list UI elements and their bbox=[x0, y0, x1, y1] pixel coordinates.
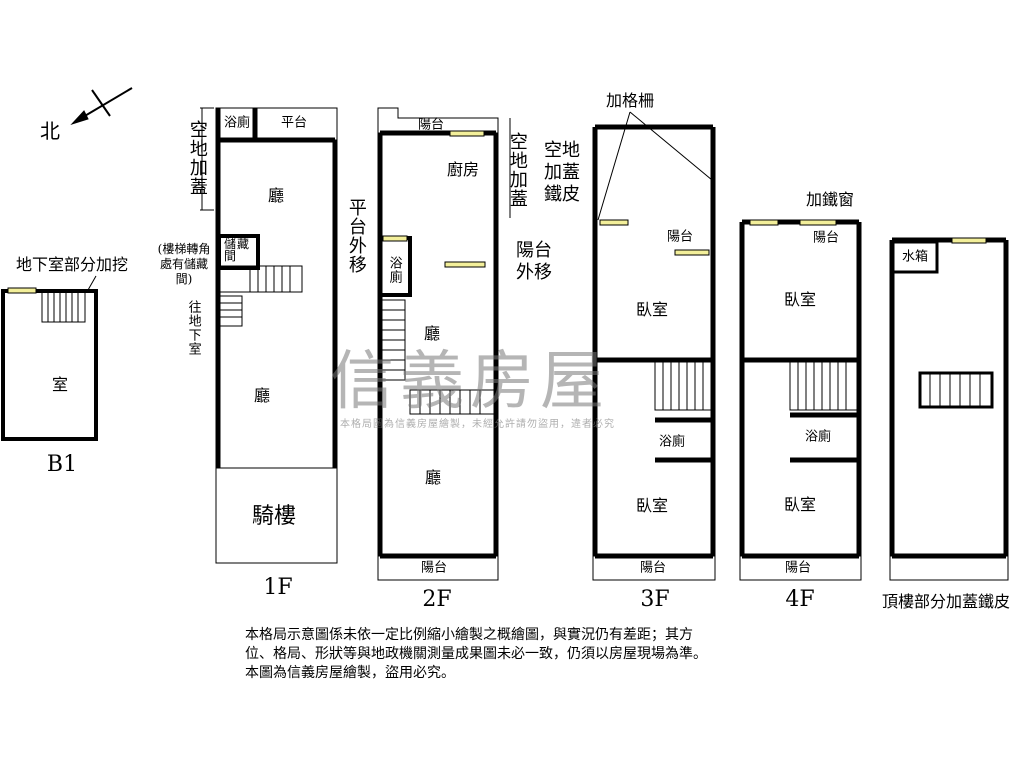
f2-right-note-top: 空地加蓋 bbox=[506, 132, 528, 208]
f4-bedroom-upper: 臥室 bbox=[783, 290, 817, 309]
f1-storage-label: 儲藏間 bbox=[224, 237, 251, 263]
f2-top-balcony-label: 陽台 bbox=[417, 117, 445, 133]
f3-bedroom-lower: 臥室 bbox=[635, 496, 669, 515]
f1-top-platform-label: 平台 bbox=[280, 115, 308, 131]
f1-walls bbox=[215, 108, 338, 468]
b1-note-leader bbox=[87, 275, 97, 291]
windows bbox=[7, 130, 987, 294]
f1-left-note-top: 空地加蓋 bbox=[186, 120, 208, 196]
f1-left-note-mid: (樓梯轉角處有儲藏間) bbox=[157, 242, 211, 286]
f1-right-note: 平台外移 bbox=[345, 198, 367, 274]
f4-bedroom-lower: 臥室 bbox=[783, 495, 817, 514]
roof-water-tank bbox=[891, 240, 939, 274]
f2-hall-upper: 廳 bbox=[423, 324, 441, 343]
f4-stairs bbox=[789, 361, 860, 411]
f3-bottom-balcony bbox=[592, 555, 716, 581]
f1-arcade bbox=[215, 467, 338, 564]
f3-label: 3F bbox=[640, 587, 670, 612]
roof-walls bbox=[889, 237, 1009, 559]
b1-note: 地下室部分加挖 bbox=[15, 255, 129, 274]
f1-label: 1F bbox=[263, 575, 293, 600]
b1-stairs bbox=[41, 290, 86, 323]
f2-bottom-balcony-label: 陽台 bbox=[420, 560, 448, 576]
f3-left-note: 空地加蓋鐵皮 bbox=[544, 140, 580, 205]
f3-grille-note: 加格柵 bbox=[605, 91, 655, 110]
b1-room: 室 bbox=[51, 375, 69, 394]
note-line: 位、格局、形狀等與地政機關測量成果圖未必一致，仍須以房屋現場為準。 bbox=[245, 646, 707, 662]
f2-label: 2F bbox=[422, 587, 452, 612]
f1-dimension-line bbox=[200, 107, 214, 211]
f2-bottom-balcony bbox=[377, 555, 499, 581]
watermark-sub: 本格局圖為信義房屋繪製，未經允許請勿盜用，違者必究 bbox=[340, 419, 615, 430]
compass-north-label: 北 bbox=[40, 119, 60, 143]
f3-bottom-balcony-label: 陽台 bbox=[639, 560, 667, 576]
f1-storage bbox=[217, 234, 260, 270]
f1-hall-lower: 廳 bbox=[253, 386, 271, 405]
b1-outline bbox=[1, 289, 98, 441]
watermark-brand: 信義房屋 bbox=[330, 345, 610, 419]
compass-arrow bbox=[77, 87, 133, 121]
roof-water-tank-label: 水箱 bbox=[901, 249, 929, 265]
f1-left-note-bottom: 往地下室 bbox=[185, 300, 201, 356]
compass-arrowhead bbox=[70, 110, 89, 126]
note-line: 本圖為信義房屋繪製，盜用必究。 bbox=[245, 665, 455, 681]
f1-arcade-label: 騎樓 bbox=[251, 504, 297, 529]
compass-cross bbox=[91, 89, 111, 117]
roof-bottom-balcony bbox=[889, 555, 1009, 581]
f2-right-note-bottom: 陽台外移 bbox=[516, 240, 552, 283]
note-line: 本格局示意圖係未依一定比例縮小繪製之概繪圖，與實況仍有差距；其方 bbox=[245, 627, 693, 643]
f4-label: 4F bbox=[785, 587, 815, 612]
f4-balcony-top: 陽台 bbox=[812, 230, 840, 246]
roof-label: 頂樓部分加蓋鐵皮 bbox=[881, 592, 1011, 611]
f2-kitchen: 廚房 bbox=[446, 160, 480, 179]
f3-stairs bbox=[654, 361, 714, 411]
f1-stairs bbox=[219, 265, 303, 327]
f2-hall-lower: 廳 bbox=[424, 468, 442, 487]
f2-bath-label: 浴廁 bbox=[386, 256, 402, 284]
roof-stairs bbox=[918, 371, 994, 409]
f3-balcony-top: 陽台 bbox=[666, 229, 694, 245]
f2-walls bbox=[377, 130, 499, 559]
f3-bath: 浴廁 bbox=[658, 434, 686, 450]
f1-hall-upper: 廳 bbox=[267, 186, 285, 205]
f3-bedroom-upper: 臥室 bbox=[635, 300, 669, 319]
f2-stairs bbox=[380, 299, 497, 415]
f4-window-note: 加鐵窗 bbox=[805, 190, 855, 209]
f1-top-bath: 浴廁 bbox=[223, 115, 251, 131]
f3-grille-leaders bbox=[597, 111, 713, 221]
f4-bottom-balcony-label: 陽台 bbox=[784, 560, 812, 576]
disclaimer-notes: 本格局示意圖係未依一定比例縮小繪製之概繪圖，與實況仍有差距；其方 位、格局、形狀… bbox=[245, 626, 707, 683]
b1-label: B1 bbox=[46, 452, 78, 477]
f4-bath: 浴廁 bbox=[804, 429, 832, 445]
f4-bottom-balcony bbox=[739, 555, 862, 581]
f3-walls bbox=[592, 124, 716, 559]
